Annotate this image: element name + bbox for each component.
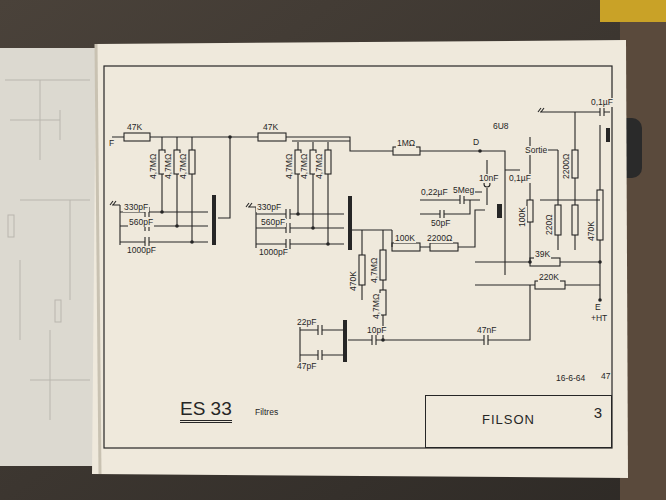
component-value: 560pF — [260, 218, 286, 227]
component-value: E — [594, 303, 602, 312]
component-value: 0,1µF — [508, 174, 532, 183]
component-value: 47nF — [476, 326, 497, 335]
component-value: 220Ω — [545, 213, 554, 236]
component-value: 2200Ω — [426, 234, 453, 243]
maker-name: FILSON — [482, 412, 535, 427]
component-value: 47K — [262, 123, 279, 132]
component-value: 10nF — [478, 174, 499, 183]
component-value: 0,22µF — [420, 188, 449, 197]
component-value: 47pF — [296, 362, 317, 371]
component-value: 4,7MΩ — [179, 153, 188, 180]
component-value: 5Meg — [452, 186, 475, 195]
component-value: 100K — [394, 234, 416, 243]
component-value: 1000pF — [126, 246, 157, 255]
component-value: 330pF — [123, 203, 149, 212]
component-value: 4,7MΩ — [285, 153, 294, 180]
component-value: Sortie — [524, 146, 548, 155]
title-block: FILSON 3 — [425, 395, 612, 448]
sheet-number: 3 — [594, 404, 602, 421]
diagram-title: ES 33 — [180, 398, 232, 423]
component-value: 4,7MΩ — [315, 153, 324, 180]
component-value: 1MΩ — [396, 139, 416, 148]
component-value: 100K — [518, 206, 527, 228]
component-value: D — [472, 138, 480, 147]
component-value: 4,7MΩ — [370, 257, 379, 284]
component-value: Filtres — [254, 408, 279, 417]
component-value: 470K — [587, 220, 596, 242]
component-value: 4,7MΩ — [164, 153, 173, 180]
component-value: 1000pF — [258, 248, 289, 257]
component-value: 2200Ω — [562, 153, 571, 180]
component-value: 39K — [534, 250, 551, 259]
component-value: 0,1µF — [590, 98, 614, 107]
component-value: 4,7MΩ — [300, 153, 309, 180]
component-value: +HT — [590, 314, 608, 323]
component-value: 47K — [126, 123, 143, 132]
component-value: 560pF — [128, 218, 154, 227]
component-value: 4,7MΩ — [372, 293, 381, 320]
component-value: 16-6-64 — [555, 374, 586, 383]
component-value: 50pF — [430, 219, 451, 228]
component-value: 47 — [600, 372, 611, 381]
component-value: 330pF — [256, 203, 282, 212]
component-value: 470K — [349, 270, 358, 292]
component-value: 10pF — [366, 326, 387, 335]
component-value: F — [108, 139, 115, 148]
component-value: 220K — [538, 273, 560, 282]
component-value: 4,7MΩ — [149, 153, 158, 180]
component-value: 6U8 — [492, 122, 510, 131]
component-value: 22pF — [296, 318, 317, 327]
